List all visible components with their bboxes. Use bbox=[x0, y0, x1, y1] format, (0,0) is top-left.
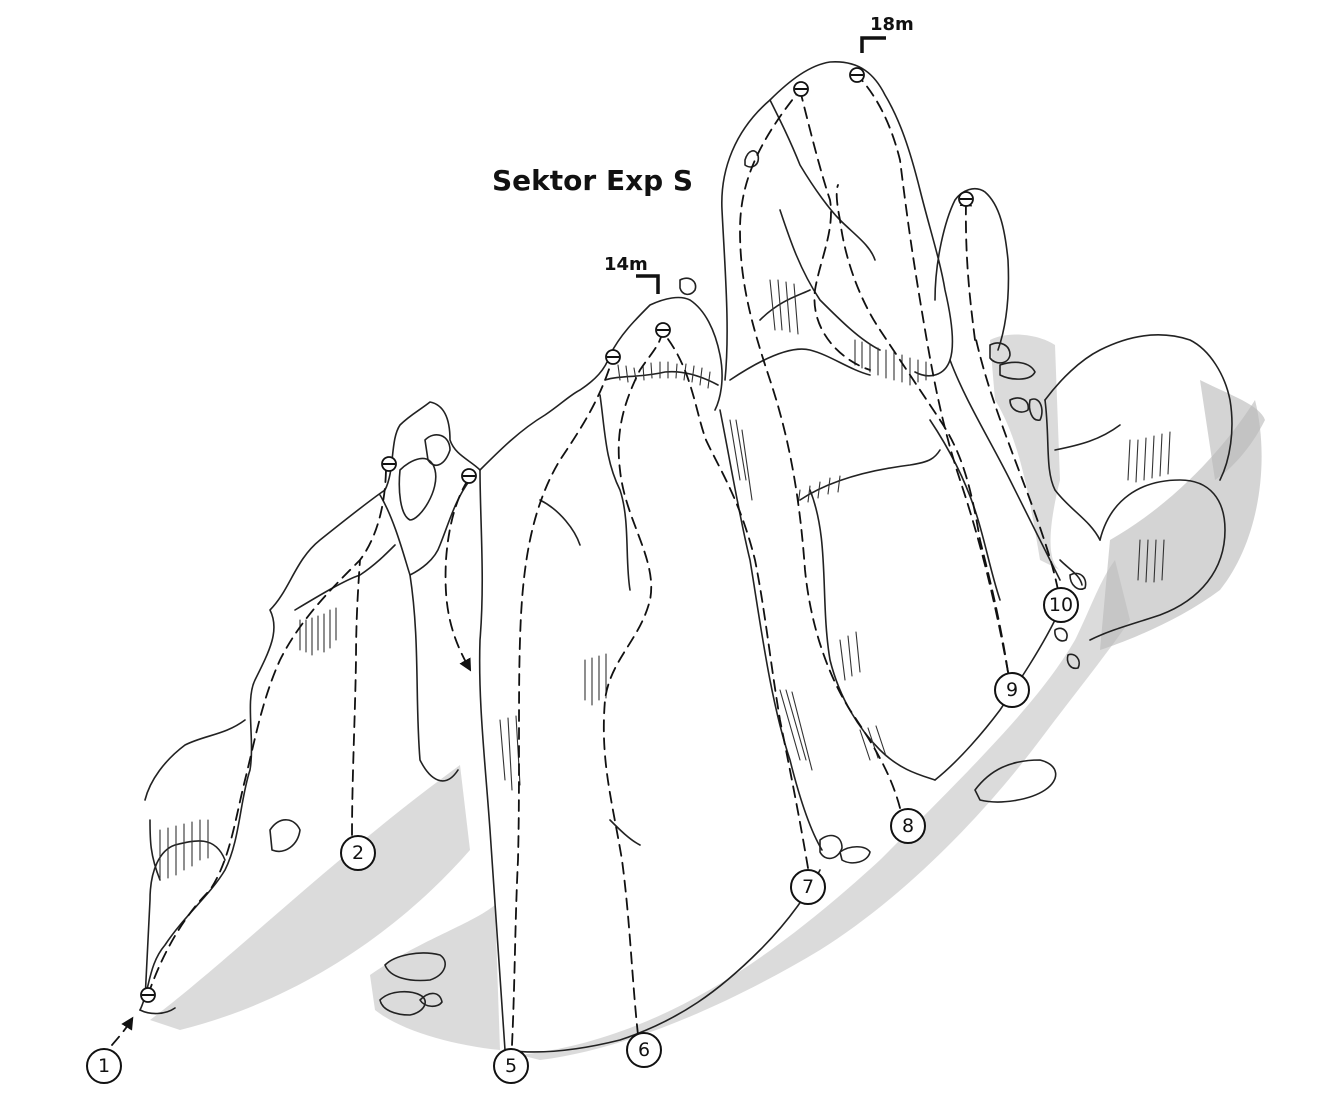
height-bracket-18m bbox=[860, 36, 886, 53]
route-3-line bbox=[444, 479, 472, 672]
right-boulder bbox=[1044, 334, 1233, 670]
route-1-approach bbox=[111, 1016, 134, 1046]
route-marker-2: 2 bbox=[340, 835, 376, 871]
central-pillar bbox=[478, 277, 823, 1053]
anchor-icon bbox=[605, 349, 621, 365]
route-marker-8: 8 bbox=[890, 808, 926, 844]
height-bracket-14m bbox=[636, 274, 660, 294]
route-number: 5 bbox=[505, 1055, 517, 1077]
route-marker-1: 1 bbox=[86, 1048, 122, 1084]
anchor-icon bbox=[381, 456, 397, 472]
anchor-icon bbox=[958, 191, 974, 207]
route-10-line bbox=[974, 334, 1059, 591]
route-9b-line bbox=[859, 77, 1009, 673]
route-10b-line bbox=[959, 193, 976, 341]
anchor-icon bbox=[793, 81, 809, 97]
route-number: 1 bbox=[98, 1055, 110, 1077]
route-marker-9: 9 bbox=[994, 672, 1030, 708]
height-markers: 14m 18m bbox=[604, 14, 914, 294]
height-label-14m: 14m bbox=[604, 254, 648, 275]
route-6-line bbox=[602, 332, 663, 1036]
route-number: 6 bbox=[638, 1039, 650, 1061]
anchor-icon bbox=[849, 67, 865, 83]
base-rocks bbox=[379, 759, 1057, 1016]
route-8-line bbox=[739, 89, 901, 809]
anchor-icon bbox=[461, 468, 477, 484]
small-pinnacle bbox=[934, 188, 1043, 421]
anchor-icon bbox=[655, 322, 671, 338]
route-marker-10: 10 bbox=[1043, 587, 1079, 623]
route-marker-7: 7 bbox=[790, 869, 826, 905]
height-label-18m: 18m bbox=[870, 14, 914, 35]
route-9-line bbox=[835, 184, 1009, 673]
route-7-line bbox=[664, 334, 809, 869]
route-number: 10 bbox=[1049, 594, 1073, 616]
route-number: 7 bbox=[802, 876, 814, 898]
route-lines bbox=[111, 77, 1059, 1046]
route-number: 9 bbox=[1006, 679, 1018, 701]
route-marker-6: 6 bbox=[626, 1032, 662, 1068]
anchor-icon bbox=[140, 987, 156, 1003]
belay-anchors bbox=[140, 67, 974, 1003]
route-marker-5: 5 bbox=[493, 1048, 529, 1084]
route-5-line bbox=[511, 359, 613, 1046]
route-number: 8 bbox=[902, 815, 914, 837]
route-2-line bbox=[351, 559, 361, 836]
left-rock bbox=[139, 401, 481, 1015]
diagram-title: Sektor Exp S bbox=[492, 164, 693, 197]
route-8b-line bbox=[799, 89, 871, 371]
route-number: 2 bbox=[352, 842, 364, 864]
route-markers: 1 2 5 6 7 8 9 10 bbox=[86, 587, 1079, 1084]
